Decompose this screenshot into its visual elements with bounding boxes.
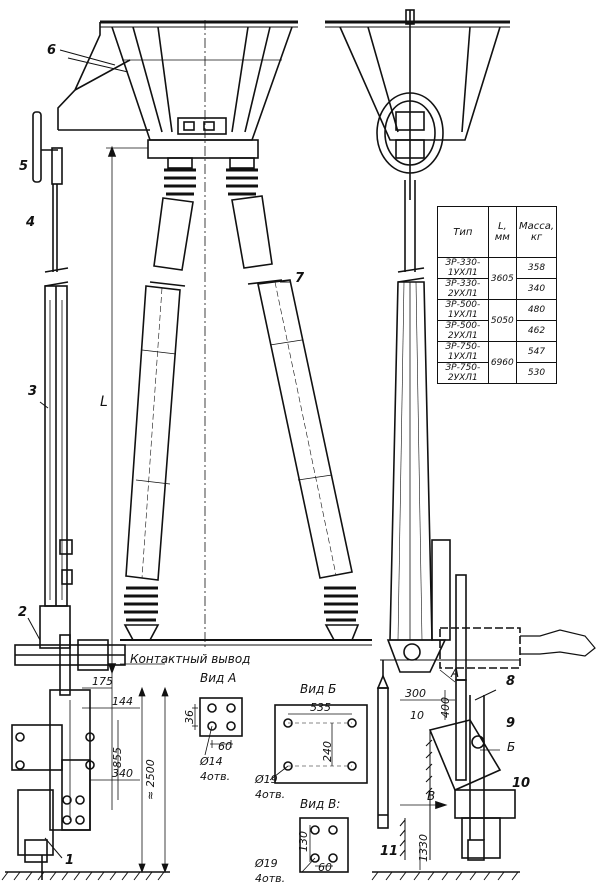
view-a-title: Вид А [200, 671, 237, 685]
part-label-7: 7 [295, 271, 305, 286]
cell-length: 5050 [487, 299, 517, 342]
cell-mass: 462 [515, 320, 558, 342]
dim-diam-19-b: Ø19 [255, 773, 278, 786]
part-label-2: 2 [18, 605, 28, 620]
dim-10: 10 [410, 709, 424, 722]
cell-type: ЗР-500-1УХЛ1 [437, 299, 489, 321]
dim-400: 400 [439, 697, 452, 718]
dim-535: 535 [310, 701, 331, 714]
dim-diam-14: Ø14 [200, 755, 223, 768]
arrow-v-label: В [427, 789, 436, 803]
part-label-10: 10 [512, 776, 531, 791]
view-b-title: Вид Б [300, 682, 337, 696]
arrow-a-label: А [451, 666, 460, 680]
dimension-L-label: L [100, 394, 108, 410]
cell-type: ЗР-750-1УХЛ1 [437, 341, 489, 363]
dim-144: 144 [112, 695, 133, 708]
view-a-plate [192, 697, 243, 756]
table-row: ЗР-750-1УХЛ1 6960 547 [437, 341, 558, 384]
part-label-4: 4 [26, 215, 36, 230]
holes-v: 4отв. [255, 872, 286, 885]
insulator-right [226, 157, 360, 641]
dim-300: 300 [405, 687, 426, 700]
cell-mass: 480 [515, 299, 558, 321]
view-b-plate [269, 704, 368, 784]
cell-type: ЗР-750-2УХЛ1 [437, 362, 489, 384]
cell-type: ЗР-330-2УХЛ1 [437, 278, 489, 300]
header-type: Тип [437, 206, 489, 258]
dim-diam-19-v: Ø19 [255, 857, 278, 870]
dim-60-a: 60 [218, 740, 232, 753]
view-v-title: Вид В: [300, 797, 341, 811]
insulator-left [123, 157, 196, 641]
cell-type: ЗР-500-2УХЛ1 [437, 320, 489, 342]
contact-output-label: Контактный вывод [130, 652, 251, 666]
dim-60-v: 60 [318, 861, 332, 874]
dim-1330: 1330 [417, 834, 430, 862]
dim-340: 340 [112, 767, 133, 780]
cell-mass: 358 [515, 257, 558, 279]
table-row: ЗР-750-2УХЛ1 530 [437, 362, 558, 384]
part-label-6: 6 [47, 43, 57, 58]
end-view [325, 9, 596, 881]
holes-a: 4отв. [200, 770, 231, 783]
front-view [67, 20, 372, 675]
table-row: ЗР-330-1УХЛ1 3605 358 [437, 257, 558, 300]
cell-mass: 530 [515, 362, 558, 384]
dim-240: 240 [321, 741, 334, 762]
spec-table: Тип L, мм Масса, кг ЗР-330-1УХЛ1 3605 35… [437, 206, 558, 384]
part-label-9: 9 [506, 716, 516, 731]
table-row: ЗР-500-1УХЛ1 5050 480 [437, 299, 558, 342]
base-dimensions [82, 663, 169, 874]
spec-table-header: Тип L, мм Масса, кг [437, 206, 558, 258]
dim-36: 36 [183, 710, 196, 724]
view-v-plate [299, 817, 349, 873]
dim-130: 130 [297, 831, 310, 852]
left-side-view [1, 21, 170, 881]
part-label-3: 3 [28, 384, 38, 399]
table-row: ЗР-500-2УХЛ1 462 [437, 320, 558, 342]
part-label-1: 1 [65, 853, 75, 868]
dim-855: 855 [111, 747, 124, 768]
cell-mass: 340 [515, 278, 558, 300]
holes-b: 4отв. [255, 788, 286, 801]
table-row: ЗР-330-2УХЛ1 340 [437, 278, 558, 300]
cell-mass: 547 [515, 341, 558, 363]
header-length: L, мм [487, 206, 517, 258]
part-label-5: 5 [19, 159, 29, 174]
arrow-b-label: Б [507, 740, 516, 754]
cell-type: ЗР-330-1УХЛ1 [437, 257, 489, 279]
cell-length: 6960 [487, 341, 517, 384]
header-mass: Масса, кг [515, 206, 558, 258]
part-label-8: 8 [506, 674, 516, 689]
part-label-11: 11 [380, 844, 399, 859]
dim-2500: ≈ 2500 [144, 759, 157, 800]
cell-length: 3605 [487, 257, 517, 300]
dim-175: 175 [92, 675, 113, 688]
